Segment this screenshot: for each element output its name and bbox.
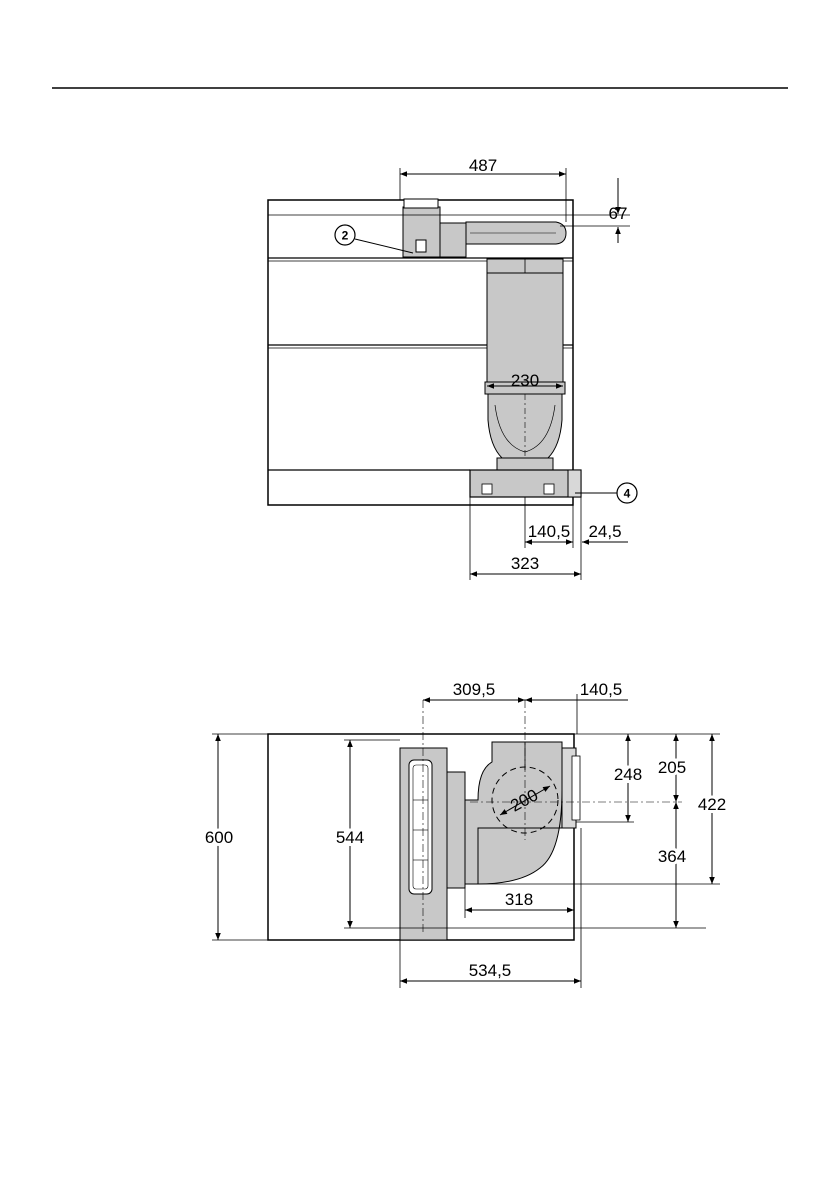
- callout-2-label: 2: [342, 229, 349, 243]
- dim-534-5-label: 534,5: [469, 961, 512, 980]
- dim-364-label: 364: [658, 847, 686, 866]
- hob-detail: [482, 484, 492, 494]
- dim-248-label: 248: [614, 765, 642, 784]
- dim-323-label: 323: [511, 554, 539, 573]
- plan-filter: [409, 760, 432, 894]
- plan-outlet-flange: [572, 756, 580, 820]
- fan-fixing: [416, 240, 426, 252]
- dim-205-label: 205: [658, 758, 686, 777]
- dim-140-5-label: 140,5: [528, 522, 571, 541]
- dim-309-5-label: 309,5: [453, 680, 496, 699]
- dim-487-label: 487: [469, 156, 497, 175]
- plan-view: 200 309,5 140,5 600 544 248 205 364 422: [205, 680, 726, 988]
- duct-collar-bottom: [497, 458, 553, 470]
- fan-outlet: [404, 199, 438, 208]
- plan-connector: [447, 772, 465, 888]
- dim-230-label: 230: [511, 371, 539, 390]
- dim-318-label: 318: [505, 890, 533, 909]
- fan-connector: [440, 223, 466, 257]
- dim-67-label: 67: [609, 204, 628, 223]
- vertical-duct: [487, 273, 563, 382]
- dim-24-5-label: 24,5: [588, 522, 621, 541]
- hob-detail: [544, 484, 554, 494]
- dim-422-label: 422: [698, 795, 726, 814]
- section-view: 2 4 487 67 230 140,5 24,5 323: [268, 156, 637, 580]
- dim-140-5-plan-label: 140,5: [580, 680, 623, 699]
- callout-4-label: 4: [624, 487, 631, 501]
- dim-544-label: 544: [336, 828, 364, 847]
- dim-600-label: 600: [205, 828, 233, 847]
